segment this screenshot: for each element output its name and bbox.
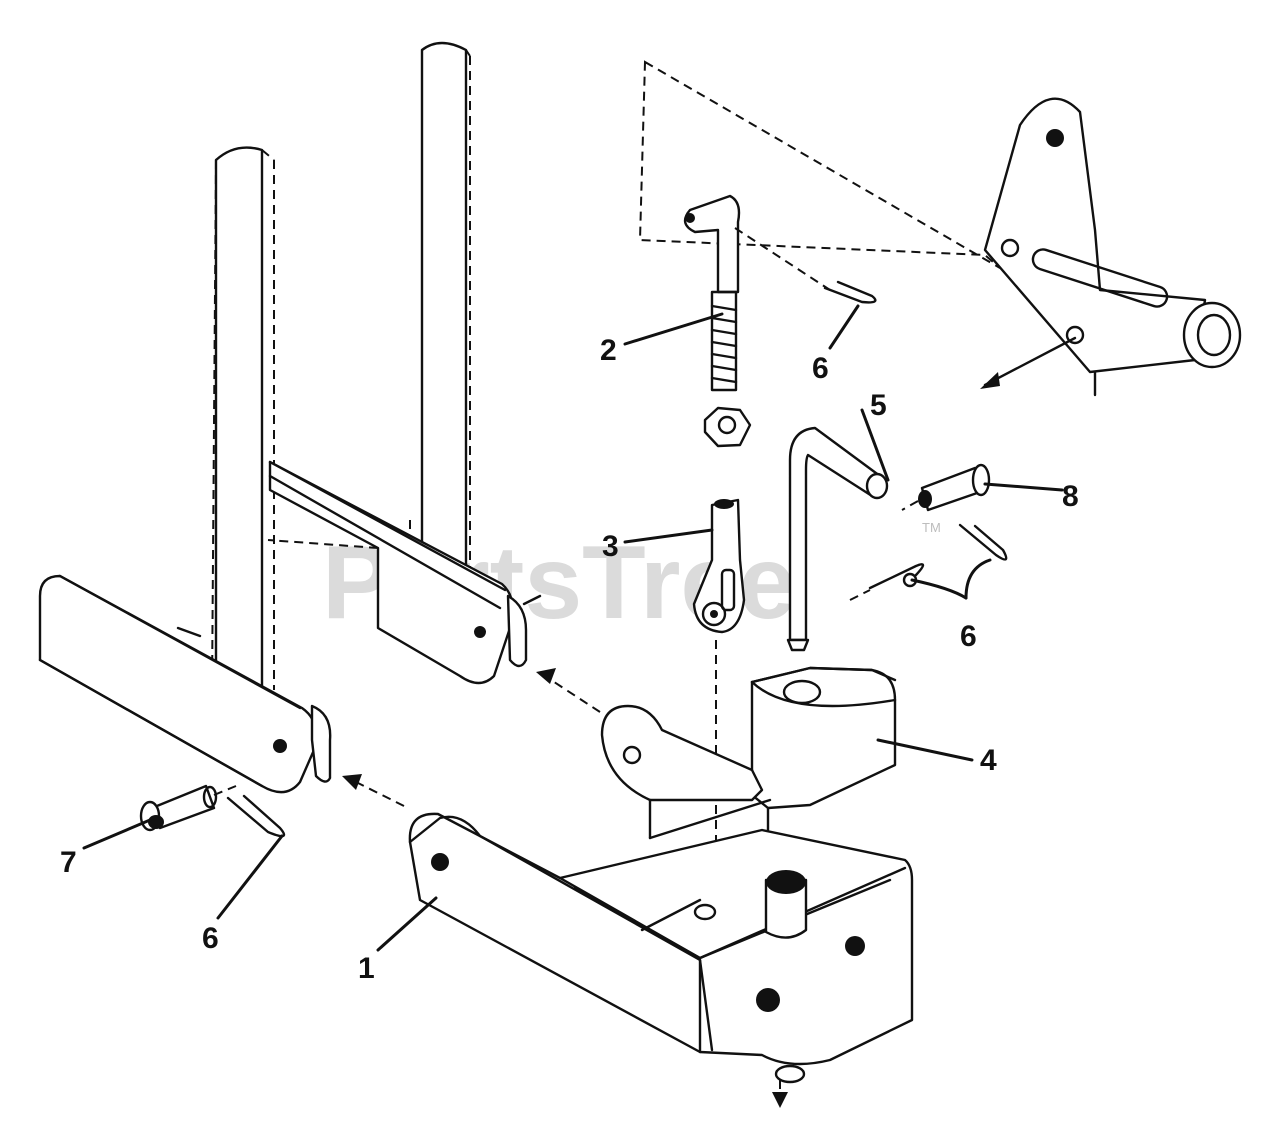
hex-nut — [703, 406, 752, 448]
part-1-base-frame — [408, 704, 914, 1108]
part-4-pivot-block — [750, 666, 897, 832]
watermark-trademark: TM — [922, 520, 941, 535]
callout-2: 2 — [600, 334, 617, 367]
leader-7 — [82, 818, 152, 850]
leader-3 — [623, 528, 714, 544]
part-5-bent-pin — [786, 426, 889, 652]
assembly-arrow-rear — [536, 668, 601, 713]
cotter-pin-right — [958, 523, 1008, 561]
cotter-pin-middle — [849, 563, 925, 601]
callout-6-lower: 6 — [202, 922, 219, 955]
part-7-clevis-pin — [139, 784, 237, 832]
leader-6d — [216, 834, 284, 920]
leader-6a — [828, 304, 860, 350]
part-8-clevis-pin — [901, 463, 991, 512]
leader-1 — [376, 896, 438, 952]
upper-pivot-bracket — [638, 60, 1242, 397]
lever-front — [38, 146, 332, 794]
part-2-adjusting-rod — [683, 194, 831, 392]
callout-8: 8 — [1062, 480, 1079, 513]
leader-6b — [964, 558, 992, 600]
leader-8 — [983, 482, 1064, 492]
lever-rear — [267, 41, 542, 685]
callout-4: 4 — [980, 744, 997, 777]
cotter-pin-upper — [823, 280, 877, 304]
callout-7: 7 — [60, 846, 77, 879]
callout-1: 1 — [358, 952, 375, 985]
cotter-pin-lower-left — [226, 794, 286, 838]
callout-3: 3 — [602, 530, 619, 563]
leader-5 — [860, 408, 890, 482]
leader-6c — [910, 578, 968, 600]
leader-4 — [876, 738, 974, 762]
callout-6-right: 6 — [960, 620, 977, 653]
leader-2 — [623, 312, 724, 346]
callout-5: 5 — [870, 389, 887, 422]
callout-6-upper: 6 — [812, 352, 829, 385]
assembly-arrow-front — [342, 774, 405, 807]
